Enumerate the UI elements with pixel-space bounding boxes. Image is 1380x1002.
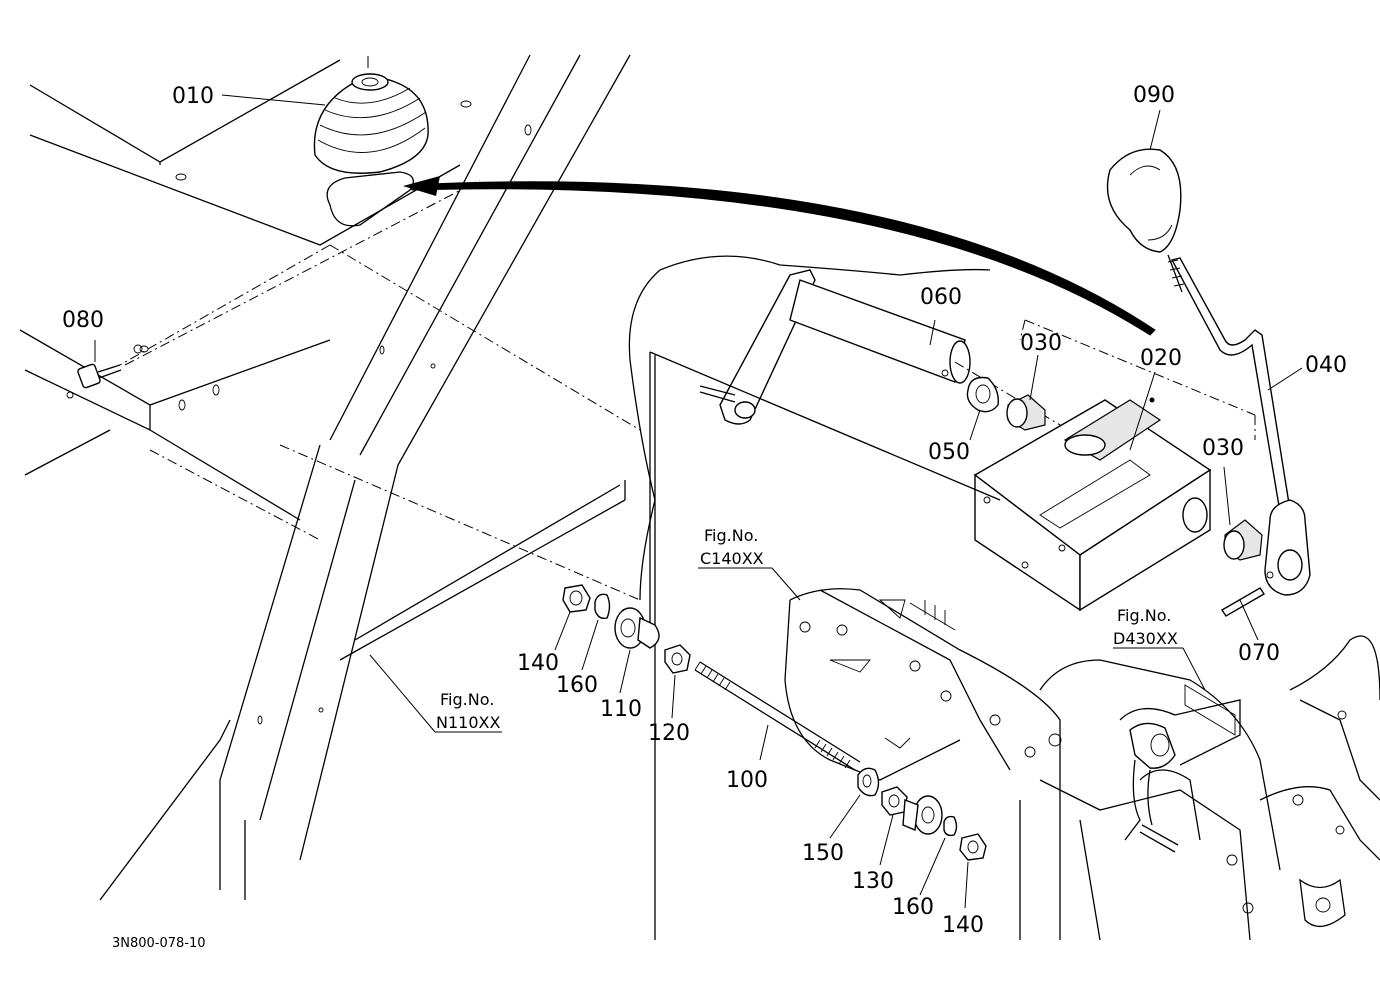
drawing-code: 3N800-078-10	[112, 936, 206, 951]
ball-joint-right	[902, 795, 943, 835]
washer-160-right	[943, 815, 958, 837]
ball-joint-110	[614, 607, 660, 649]
frame-structure	[19, 54, 641, 901]
shift-lever-040	[1167, 254, 1311, 596]
rod-reference-line-2	[649, 351, 1001, 501]
bushing-030-lower	[1223, 519, 1263, 561]
transmission-housing	[628, 255, 1380, 941]
label-140-left: 140	[517, 651, 559, 676]
bolt-080	[77, 345, 149, 389]
label-150: 150	[802, 841, 844, 866]
label-040: 040	[1305, 353, 1347, 378]
label-110: 110	[600, 697, 642, 722]
nut-120	[664, 644, 691, 674]
nut-140-right	[959, 833, 987, 861]
fig-ref-code: D430XX	[1113, 629, 1178, 648]
fig-ref-label: Fig.No.	[704, 526, 758, 545]
fig-ref-code: N110XX	[436, 713, 500, 732]
label-090: 090	[1133, 83, 1175, 108]
label-160-right: 160	[892, 895, 934, 920]
label-140-right: 140	[942, 913, 984, 938]
label-050: 050	[928, 440, 970, 465]
spacer-150	[857, 767, 880, 797]
label-160-left: 160	[556, 673, 598, 698]
label-070: 070	[1238, 641, 1280, 666]
fig-ref-label: Fig.No.	[440, 690, 494, 709]
wave-washer-050	[966, 376, 999, 413]
fig-ref-code: C140XX	[700, 549, 764, 568]
shift-boot-010	[313, 73, 429, 174]
arrow-head	[403, 176, 440, 196]
label-010: 010	[172, 84, 214, 109]
fig-ref-label: Fig.No.	[1117, 606, 1171, 625]
figure-ref-c140: Fig.No. C140XX	[700, 526, 764, 568]
label-080: 080	[62, 308, 104, 333]
assembly-arrow	[409, 181, 1156, 336]
label-130: 130	[852, 869, 894, 894]
label-120: 120	[648, 721, 690, 746]
spring-pin-070	[1221, 587, 1265, 617]
bracket-020	[973, 319, 1256, 612]
bushing-030-upper	[1006, 394, 1046, 431]
nut-140-left	[562, 584, 591, 613]
washer-160-left	[594, 593, 611, 620]
threaded-rod-100	[694, 661, 861, 771]
figure-ref-n110: Fig.No. N110XX	[436, 690, 500, 732]
part-labels: 010 090 060 030 020 040 080 050 030 070 …	[62, 83, 1347, 938]
mounting-holes	[66, 100, 532, 725]
shift-arm-060	[699, 269, 1086, 441]
label-020: 020	[1140, 346, 1182, 371]
leader-lines	[94, 56, 1303, 909]
label-060: 060	[920, 285, 962, 310]
nut-130	[881, 786, 908, 816]
label-030-lower: 030	[1202, 436, 1244, 461]
figure-ref-d430: Fig.No. D430XX	[1113, 606, 1178, 648]
shift-knob-090	[1106, 148, 1182, 253]
linkage-detail	[1124, 684, 1236, 853]
label-030-upper: 030	[1020, 331, 1062, 356]
label-100: 100	[726, 768, 768, 793]
